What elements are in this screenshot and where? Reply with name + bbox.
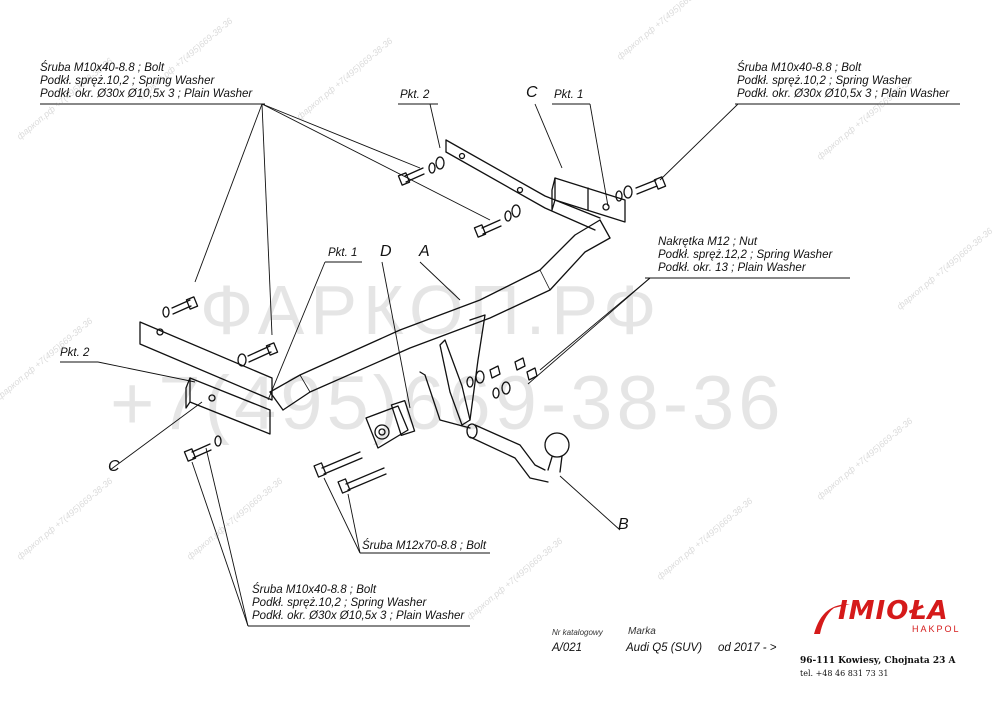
svg-text:фаркоп.рф +7(495)669-38-36: фаркоп.рф +7(495)669-38-36 xyxy=(655,496,755,582)
marker-c-left: C xyxy=(108,458,120,475)
callout-bottom: Śruba M10x40-8.8 ; Bolt Podkł. spręż.10,… xyxy=(252,584,465,622)
marker-pkt2-top: Pkt. 2 xyxy=(400,89,430,101)
callout-bolt-m12: Śruba M12x70-8.8 ; Bolt xyxy=(362,540,487,552)
marker-pkt1-left: Pkt. 1 xyxy=(328,247,358,259)
brand-value: Audi Q5 (SUV) xyxy=(626,642,703,654)
company-sub: HAKPOL xyxy=(912,624,961,634)
svg-text:фаркоп.рф +7(495)669-38-36: фаркоп.рф +7(495)669-38-36 xyxy=(185,476,285,562)
svg-text:фаркоп.рф +7(495)669-38-36: фаркоп.рф +7(495)669-38-36 xyxy=(615,0,715,62)
marker-pkt2-left: Pkt. 2 xyxy=(60,347,90,359)
logo-swoosh-icon xyxy=(814,604,850,634)
catalog-value: A/021 xyxy=(552,642,583,654)
svg-text:фаркоп.рф +7(495)669-38-36: фаркоп.рф +7(495)669-38-36 xyxy=(815,416,915,502)
brand-label: Marka xyxy=(628,626,656,637)
bolt-set-left xyxy=(162,296,279,462)
marker-c-top: C xyxy=(526,84,538,101)
crossbar-a xyxy=(269,219,611,411)
ball-mount-holder xyxy=(419,314,486,429)
company-tel: tel. +48 46 831 73 31 xyxy=(800,669,889,678)
marker-b: B xyxy=(618,516,629,533)
company-logo: IMIOŁA xyxy=(838,596,949,626)
marker-a: A xyxy=(419,243,430,260)
marker-pkt1-top: Pkt. 1 xyxy=(554,89,584,101)
callout-top-right: Śruba M10x40-8.8 ; Bolt Podkł. spręż.10,… xyxy=(737,62,950,100)
bolt-set-right xyxy=(615,176,667,202)
company-address: 96-111 Kowiesy, Chojnata 23 A xyxy=(800,656,956,666)
bolt-set-top xyxy=(397,156,521,238)
callout-nut: Nakrętka M12 ; Nut Podkł. spręż.12,2 ; S… xyxy=(658,236,833,274)
marker-d: D xyxy=(380,243,392,260)
svg-text:фаркоп.рф +7(495)669-38-36: фаркоп.рф +7(495)669-38-36 xyxy=(895,226,995,312)
svg-text:фаркоп.рф +7(495)669-38-36: фаркоп.рф +7(495)669-38-36 xyxy=(295,36,395,122)
socket-plate-d xyxy=(365,399,416,449)
ball-neck-b xyxy=(466,423,570,483)
right-arm-plate xyxy=(445,139,601,231)
left-bracket xyxy=(139,321,273,435)
catalog-label: Nr katalogowy xyxy=(552,628,603,637)
callout-top-left: Śruba M10x40-8.8 ; Bolt Podkł. spręż.10,… xyxy=(40,62,253,100)
year-value: od 2017 - > xyxy=(718,642,777,654)
svg-text:фаркоп.рф +7(495)669-38-36: фаркоп.рф +7(495)669-38-36 xyxy=(15,476,115,562)
bolt-set-m12 xyxy=(313,451,387,494)
right-bracket xyxy=(551,177,626,223)
